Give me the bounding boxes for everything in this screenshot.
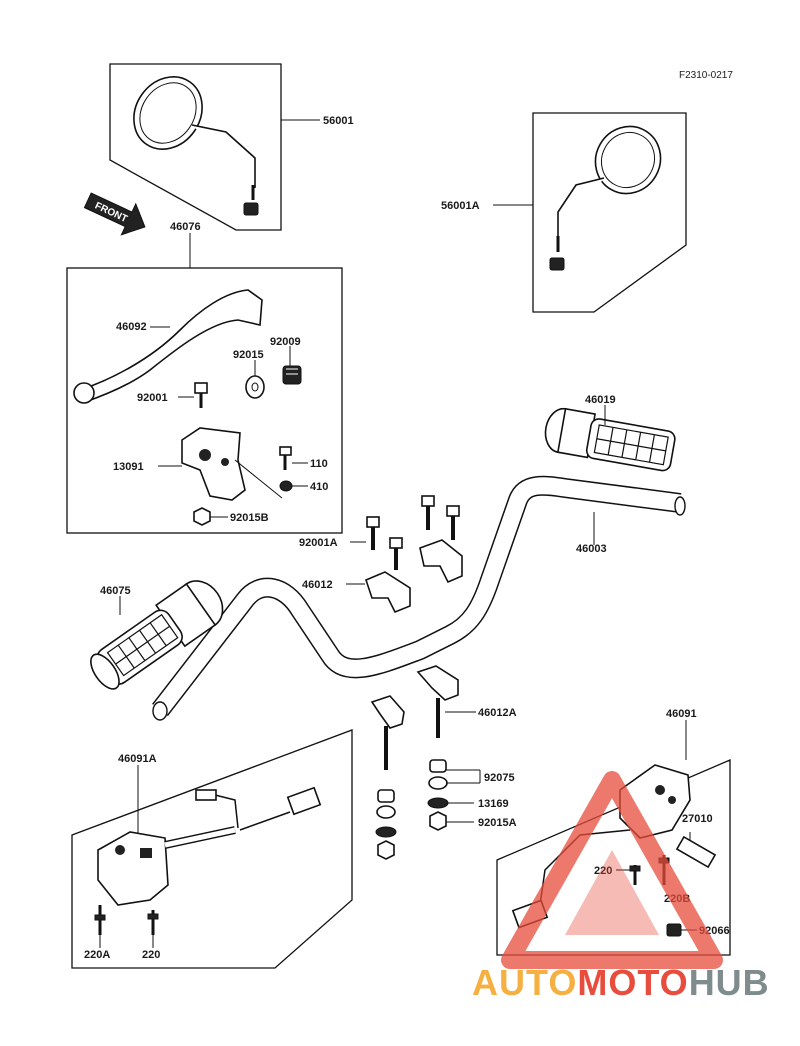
mirror-right [549,125,662,271]
label-92015B: 92015B [230,512,269,524]
label-46092: 46092 [116,321,147,333]
left-grip-46075 [90,580,224,690]
watermark-auto: AUTO [472,962,577,1003]
label-46091A: 46091A [118,753,157,765]
label-220-left: 220 [142,949,160,961]
dampers-92075 [376,759,448,819]
label-46091: 46091 [666,708,697,720]
washers-13169 [375,797,449,838]
left-switch-46091A [97,786,322,906]
mirror-left [133,76,259,216]
lever-holder-13091 [181,427,246,501]
label-92009: 92009 [270,336,301,348]
watermark-text: AUTOMOTOHUB [472,962,770,1003]
label-92015: 92015 [233,349,264,361]
bolts-92001A [366,495,460,570]
nut-92015B [193,507,211,526]
label-46075: 46075 [100,585,131,597]
label-92001: 92001 [137,392,168,404]
label-410: 410 [310,481,328,493]
nuts-92015A [377,811,447,860]
label-92015A: 92015A [478,817,517,829]
label-46012A: 46012A [478,707,517,719]
label-27010: 27010 [682,813,713,825]
left-switch-box [71,729,353,969]
label-13091: 13091 [113,461,144,473]
label-92001A: 92001A [299,537,338,549]
label-92075: 92075 [484,772,515,784]
figure-code: F2310-0217 [679,70,733,81]
label-46019: 46019 [585,394,616,406]
watermark-hub: HUB [689,962,770,1003]
label-56001: 56001 [323,115,354,127]
washer-92015 [245,375,265,399]
front-arrow: FRONT [83,192,146,236]
label-110: 110 [310,458,328,470]
screws-left-switch [94,905,159,935]
clutch-lever [73,289,263,404]
throttle-grip-46019 [544,407,676,472]
lower-holders-46012A [370,665,459,770]
label-13169: 13169 [478,798,509,810]
label-220A: 220A [84,949,110,961]
handlebar-46003 [152,475,686,721]
screw-110 [279,446,292,470]
upper-clamps-46012 [365,539,463,614]
label-56001A: 56001A [441,200,480,212]
label-46076: 46076 [170,221,201,233]
adjuster-92009 [282,365,302,385]
bolt-92001 [194,382,208,408]
nut-410 [279,480,293,492]
watermark-logo [501,771,723,969]
label-46003: 46003 [576,543,607,555]
svg-text:AUTOMOTOHUB: AUTOMOTOHUB [472,962,770,1003]
label-46012: 46012 [302,579,333,591]
label-220: 220 [594,865,612,877]
watermark-moto: MOTO [577,962,688,1003]
